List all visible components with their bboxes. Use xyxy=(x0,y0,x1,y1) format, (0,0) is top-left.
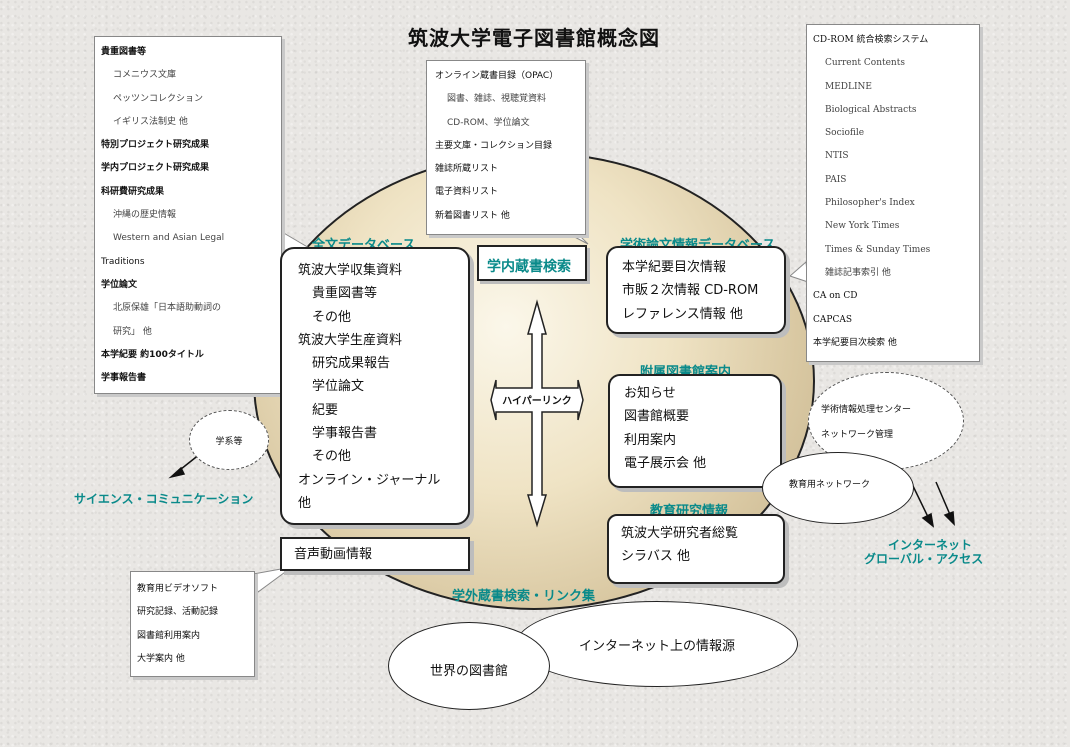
catalog-search-box[interactable]: 学内蔵書検索 xyxy=(477,245,587,281)
bottom-left-note-callout-tail xyxy=(252,566,293,593)
department-label: 学系等 xyxy=(215,436,243,447)
hyperlink-arrow xyxy=(490,299,584,528)
right-note-item: New York Times xyxy=(825,221,900,232)
fulltext-db-box[interactable]: 筑波大学収集資料貴重図書等その他筑波大学生産資料研究成果報告学位論文紀要学事報告… xyxy=(280,247,470,525)
bottom-left-note-item: 教育用ビデオソフト xyxy=(137,584,219,594)
edu-research-item: シラバス 他 xyxy=(621,549,691,565)
internet-label-line1: インターネット xyxy=(887,538,972,552)
academic-db-box[interactable]: 本学紀要目次情報市販２次情報 CD-ROM レファレンス情報 他 xyxy=(606,246,786,334)
top-note-item: 雑誌所蔵リスト xyxy=(435,164,499,175)
left-note-item: 沖縄の歴史情報 xyxy=(113,210,177,221)
top-note-item: 電子資料リスト xyxy=(435,187,499,198)
fulltext-item: その他 xyxy=(312,309,352,325)
left-note-item: コメニウス文庫 xyxy=(113,70,177,81)
external-search-label: 学外蔵書検索・リンク集 xyxy=(452,589,596,604)
right-note-item: CA on CD xyxy=(813,291,858,302)
left-note-item: 貴重図書等 xyxy=(101,47,147,57)
right-note-item: 雑誌記事索引 他 xyxy=(825,267,891,278)
library-guide-box[interactable]: お知らせ図書館概要利用案内電子展示会 他 xyxy=(608,374,782,488)
top-note-item: 主要文庫・コレクション目録 xyxy=(435,140,553,151)
left-note-item: 北原保雄「日本語助動詞の xyxy=(113,303,222,314)
left-note: 貴重図書等コメニウス文庫ペッツンコレクションイギリス法制史 他特別プロジェクト研… xyxy=(94,36,282,394)
left-note-item: 特別プロジェクト研究成果 xyxy=(101,140,210,151)
fulltext-item: 貴重図書等 xyxy=(312,286,378,302)
world-libraries-ellipse[interactable]: 世界の図書館 xyxy=(388,622,550,710)
left-note-item: 学事報告書 xyxy=(101,373,147,384)
department-ellipse[interactable]: 学系等 xyxy=(189,410,269,470)
edu-network-ellipse[interactable]: 教育用ネットワーク xyxy=(762,452,914,524)
bottom-left-note: 教育用ビデオソフト研究記録、活動記録図書館利用案内大学案内 他 xyxy=(130,571,255,677)
bottom-left-note-item: 大学案内 他 xyxy=(137,653,185,664)
top-note: オンライン蔵書目録（OPAC） 図書、雑誌、視聴覚資料 CD-ROM、学位論文主要文… xyxy=(426,60,586,235)
library-guide-item: 電子展示会 他 xyxy=(624,455,707,471)
right-note-item: Times & Sunday Times xyxy=(825,244,931,255)
fulltext-item: 筑波大学収集資料 xyxy=(298,263,403,278)
fulltext-item: 他 xyxy=(298,495,312,511)
fulltext-item: その他 xyxy=(312,449,352,465)
edu-network-label: 教育用ネットワーク xyxy=(789,480,871,490)
info-center-line1: 学術情報処理センター xyxy=(821,405,912,415)
edu-research-item: 筑波大学研究者総覧 xyxy=(621,526,739,541)
right-note-item: Current Contents xyxy=(825,58,905,69)
left-note-item: 研究」 他 xyxy=(113,326,152,337)
right-note-item: 本学紀要目次検索 他 xyxy=(813,337,897,348)
right-note-item: CAPCAS xyxy=(813,314,852,325)
diagram-title: 筑波大学電子図書館概念図 xyxy=(408,26,660,50)
left-note-item: イギリス法制史 他 xyxy=(113,116,188,127)
top-note-item: オンライン蔵書目録（OPAC） xyxy=(435,71,559,81)
global-access-label: グローバル・アクセス xyxy=(864,552,984,566)
bottom-left-note-item: 研究記録、活動記録 xyxy=(137,607,219,618)
left-note-item: 学位論文 xyxy=(101,279,138,290)
left-note-item: 本学紀要 約100タイトル xyxy=(101,349,204,360)
library-guide-item: 利用案内 xyxy=(624,432,677,448)
fulltext-item: 学位論文 xyxy=(312,379,365,395)
hyperlink-label: ハイパーリンク xyxy=(502,396,572,407)
left-note-item: Western and Asian Legal xyxy=(113,233,225,244)
left-note-item: 科研費研究成果 xyxy=(101,186,165,197)
bottom-left-note-item: 図書館利用案内 xyxy=(137,630,201,641)
info-center-line2: ネットワーク管理 xyxy=(821,430,894,440)
internet-sources-ellipse[interactable]: インターネット上の情報源 xyxy=(516,601,798,687)
av-info-label: 音声動画情報 xyxy=(294,547,373,562)
right-note-item: NTIS xyxy=(825,151,849,162)
right-note-item: CD-ROM 統合検索システム xyxy=(813,35,929,45)
left-note-item: ペッツンコレクション xyxy=(113,93,204,104)
top-note-item: 新着図書リスト 他 xyxy=(435,210,510,221)
science-communication-label: サイエンス・コミュニケーション xyxy=(74,492,254,506)
library-guide-item: お知らせ xyxy=(624,386,676,401)
catalog-search-label: 学内蔵書検索 xyxy=(487,259,571,275)
left-note-item: 学内プロジェクト研究成果 xyxy=(101,163,210,174)
library-guide-item: 図書館概要 xyxy=(624,409,690,425)
top-note-item: CD-ROM、学位論文 xyxy=(447,117,530,128)
fulltext-item: 学事報告書 xyxy=(312,426,378,442)
right-note-item: MEDLINE xyxy=(825,81,872,92)
fulltext-item: 研究成果報告 xyxy=(312,356,391,372)
academic-item: レファレンス情報 他 xyxy=(622,306,743,322)
left-note-item: Traditions xyxy=(101,256,145,267)
top-note-item: 図書、雑誌、視聴覚資料 xyxy=(447,94,547,105)
right-note-item: Sociofile xyxy=(825,128,865,139)
av-info-box[interactable]: 音声動画情報 xyxy=(280,537,470,571)
internet-label: インターネット xyxy=(884,536,976,553)
fulltext-item: オンライン・ジャーナル xyxy=(298,472,441,488)
academic-item: 本学紀要目次情報 xyxy=(622,260,727,275)
fulltext-item: 筑波大学生産資料 xyxy=(298,332,403,348)
right-note-item: PAIS xyxy=(825,174,847,185)
edu-research-box[interactable]: 筑波大学研究者総覧シラバス 他 xyxy=(607,514,785,584)
world-libraries-label: 世界の図書館 xyxy=(429,663,508,679)
internet-sources-label: インターネット上の情報源 xyxy=(578,638,735,654)
fulltext-item: 紀要 xyxy=(312,402,339,418)
right-note-item: Biological Abstracts xyxy=(825,104,917,115)
academic-item: 市販２次情報 CD-ROM xyxy=(622,283,759,299)
right-note-item: Philosopher's Index xyxy=(825,198,915,209)
